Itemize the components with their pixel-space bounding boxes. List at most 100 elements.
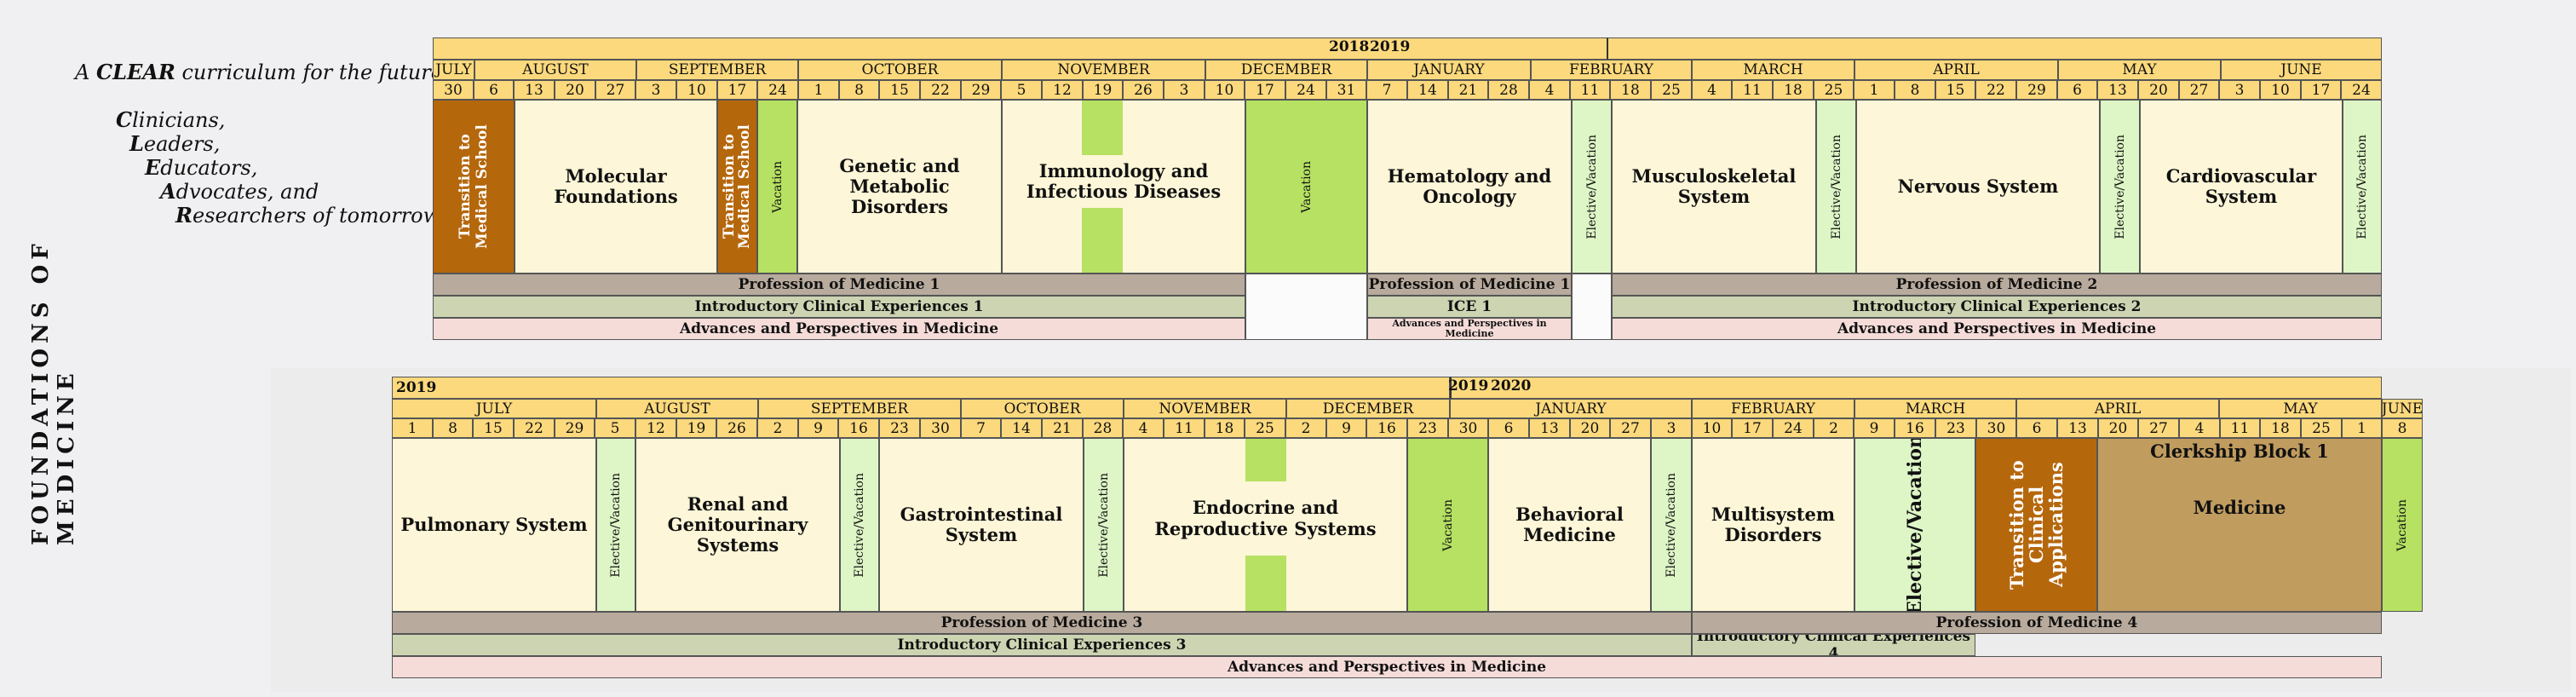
year1-label-2019: 2019: [1370, 38, 1411, 55]
week-header-label: 22: [931, 81, 950, 99]
bar-label: Advances and Perspectives in Medicine: [1227, 659, 1547, 676]
block-endocrine: Endocrine and Reproductive Systems: [1124, 481, 1407, 556]
week-header: 1: [2342, 418, 2382, 438]
bar-label: Introductory Clinical Experiences 1: [694, 298, 984, 315]
tagline-letter: A: [160, 179, 176, 204]
week-header: 8: [1895, 80, 1935, 100]
month-header: FEBRUARY: [1692, 399, 1854, 418]
week-header: 20: [2098, 418, 2138, 438]
week-header: 4: [2179, 418, 2220, 438]
week-header: 24: [1285, 80, 1326, 100]
week-header: 28: [1488, 80, 1529, 100]
bar-label: Introductory Clinical Experiences 4: [1696, 634, 1971, 656]
week-header: 12: [1042, 80, 1083, 100]
bar-label: ICE 1: [1446, 298, 1492, 315]
week-header-label: 18: [1784, 81, 1803, 99]
week-header: 5: [1001, 80, 1042, 100]
month-header: APRIL: [2016, 399, 2219, 418]
week-header: 10: [2260, 80, 2301, 100]
week-header: 18: [1205, 418, 1245, 438]
month-header-label: OCTOBER: [1003, 400, 1081, 418]
month-header: NOVEMBER: [1002, 60, 1205, 80]
block-label: Vacation: [1299, 160, 1314, 213]
month-header-label: NOVEMBER: [1057, 61, 1150, 78]
week-header-label: 10: [687, 81, 706, 99]
week-header-label: 17: [1743, 419, 1762, 437]
block-label: Immunology and Infectious Diseases: [1026, 159, 1222, 202]
week-header: 24: [1773, 418, 1814, 438]
week-header-label: 9: [1869, 419, 1879, 437]
bar-profession-of-medicine-1b: Profession of Medicine 1: [1367, 274, 1572, 296]
month-header: FEBRUARY: [1531, 60, 1692, 80]
week-header: 11: [1164, 418, 1205, 438]
week-header: 6: [1488, 418, 1529, 438]
week-header: 4: [1123, 418, 1164, 438]
vacation-notch-bottom: [1082, 208, 1123, 273]
week-header-label: 20: [2108, 419, 2128, 437]
month-header-label: JUNE: [2280, 61, 2322, 78]
month-header: APRIL: [1854, 60, 2058, 80]
block-label: Genetic and Metabolic Disorders: [839, 154, 960, 218]
month-header: JUNE: [2221, 60, 2382, 80]
week-header-label: 27: [606, 81, 625, 99]
clerkship-sub: Medicine: [2193, 497, 2286, 518]
clerkship-title: Clerkship Block 1: [2150, 441, 2329, 462]
block-behavioral: Behavioral Medicine: [1488, 438, 1651, 612]
year2-label-2019: 2019: [396, 379, 437, 396]
month-header: DECEMBER: [1205, 60, 1367, 80]
tagline-word: ducators,: [160, 156, 258, 180]
week-header: 30: [920, 418, 961, 438]
block-label: Vacation: [2395, 498, 2409, 551]
week-header: 25: [1245, 418, 1285, 438]
week-header: 30: [1448, 418, 1488, 438]
week-header-label: 16: [1906, 419, 1924, 437]
tagline-word: esearchers of tomorrow.: [192, 204, 445, 228]
month-header: AUGUST: [474, 60, 636, 80]
week-header: 25: [2301, 418, 2342, 438]
block-vacation-jun: Vacation: [2382, 438, 2423, 612]
week-header: 2: [1285, 418, 1326, 438]
week-header-label: 8: [1910, 81, 1920, 99]
week-header-label: 13: [2068, 419, 2087, 437]
week-header: 30: [433, 80, 474, 100]
block-clerkship: Clerkship Block 1 Medicine: [2097, 438, 2382, 612]
bar-ice-2: Introductory Clinical Experiences 2: [1612, 296, 2382, 318]
bar-profession-of-medicine-2: Profession of Medicine 2: [1612, 274, 2382, 296]
week-header-label: 16: [1377, 419, 1396, 437]
month-header-label: OCTOBER: [861, 61, 939, 78]
block-molecular-foundations: Molecular Foundations: [515, 100, 717, 274]
week-header-label: 18: [2271, 419, 2290, 437]
week-header: 27: [1610, 418, 1651, 438]
month-header-label: SEPTEMBER: [668, 61, 767, 78]
month-header: MARCH: [1854, 399, 2016, 418]
week-header: 27: [2179, 80, 2219, 100]
week-header: 13: [2097, 80, 2138, 100]
week-header: 31: [1326, 80, 1366, 100]
vacation-notch-top: [1082, 101, 1123, 155]
week-header-label: 10: [1702, 419, 1722, 437]
month-header: JULY: [433, 60, 474, 80]
bar-ice-3: Introductory Clinical Experiences 3: [392, 634, 1692, 656]
week-header-label: 6: [2032, 419, 2042, 437]
month-header-label: FEBRUARY: [1730, 400, 1816, 418]
block-label: Elective/Vacation: [1904, 438, 1926, 612]
week-header-label: 25: [1662, 81, 1681, 99]
week-header-label: 18: [1621, 81, 1640, 99]
week-header-label: 1: [407, 419, 417, 437]
week-header-label: 9: [1342, 419, 1351, 437]
week-header-label: 20: [1580, 419, 1600, 437]
week-header-label: 8: [448, 419, 457, 437]
block-label: Musculoskeletal System: [1631, 164, 1797, 207]
block-elective-jun: Elective/Vacation: [2343, 100, 2382, 274]
week-header: 13: [1529, 418, 1570, 438]
week-header: 27: [595, 80, 635, 100]
week-header-label: 5: [610, 419, 620, 437]
bar-label: Advances and Perspectives in Medicine: [1392, 318, 1547, 339]
week-header: 11: [2220, 418, 2260, 438]
month-header-label: MAY: [2122, 61, 2157, 78]
gap-dec: [1245, 274, 1367, 340]
month-header-label: JANUARY: [1535, 400, 1607, 418]
block-label: Nervous System: [1897, 175, 2059, 197]
week-header-label: 30: [444, 81, 463, 99]
week-header: 2: [757, 418, 798, 438]
